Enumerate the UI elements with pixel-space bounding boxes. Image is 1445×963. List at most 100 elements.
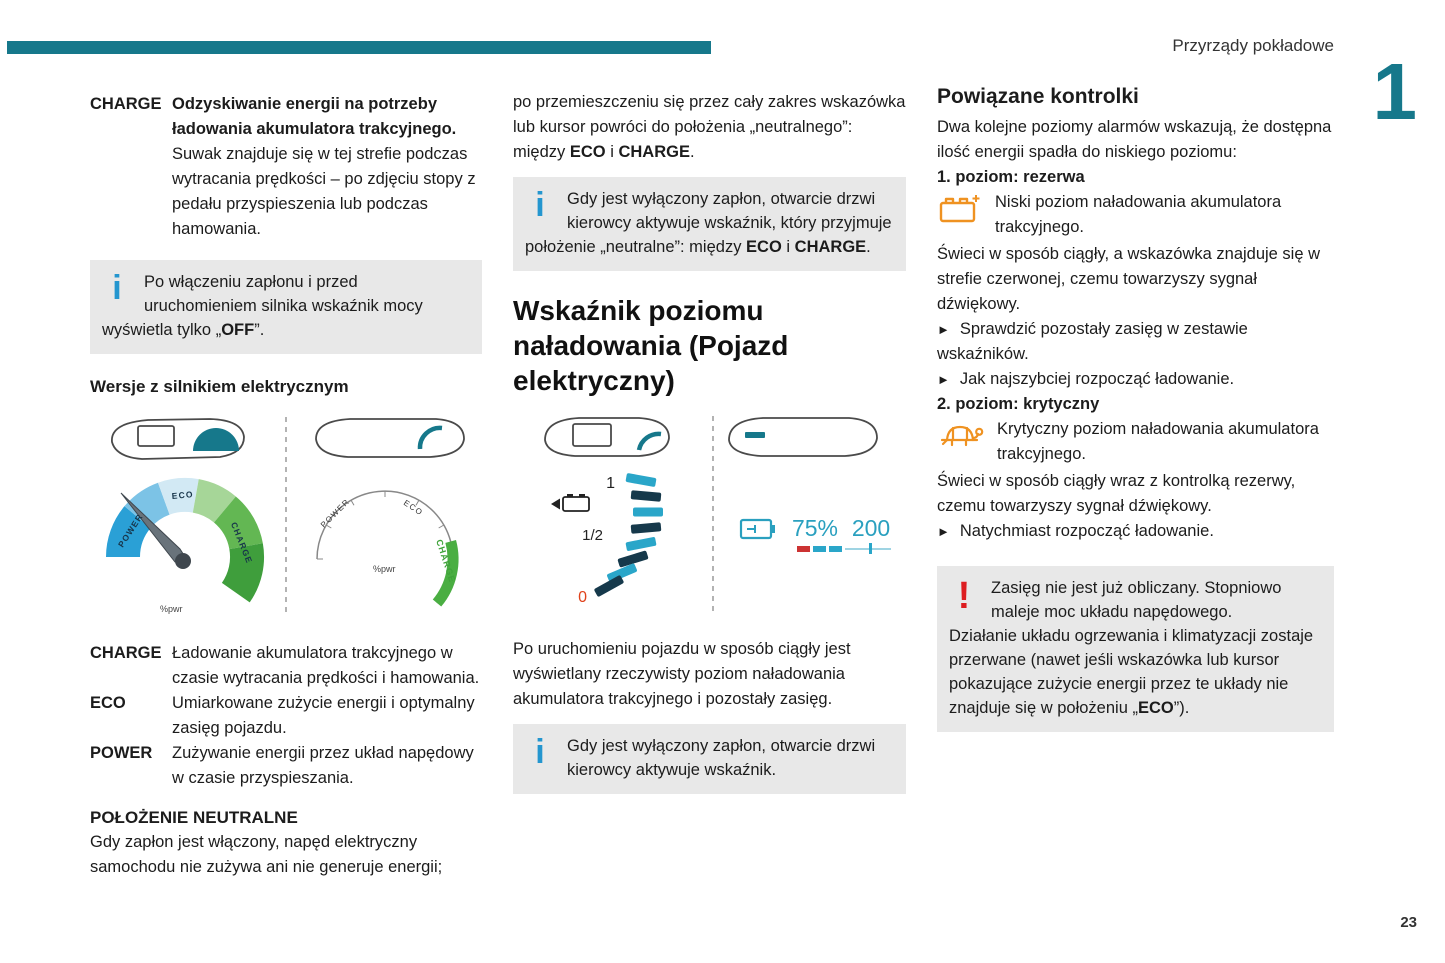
text-run: Działanie układu ogrzewania i klimatyzac… <box>949 627 1314 717</box>
level1-title: 1. poziom: rezerwa <box>937 168 1085 186</box>
definition-text: Umiarkowane zużycie energii i optymalny … <box>172 694 475 737</box>
bold-run: ECO <box>569 143 606 161</box>
bold-run: CHARGE <box>618 143 690 161</box>
warning-text-line1: Zasięg nie jest już obliczany. Stopniowo… <box>991 579 1282 621</box>
charge-level-bars <box>594 473 663 597</box>
text-run: ”. <box>254 321 265 339</box>
page-number: 23 <box>1400 914 1417 931</box>
level1-indicator-row: Niski poziom naładowania akumulatora tra… <box>937 190 1334 242</box>
definition-row-charge: CHARGE Ładowanie akumulatora trakcyjnego… <box>90 641 482 691</box>
bold-run: ECO <box>746 238 782 256</box>
text-run: po przemieszczeniu się przez cały zakres… <box>513 93 906 161</box>
scale-label-full: 1 <box>606 475 615 492</box>
info-box-text: Gdy jest wyłączony zapłon, otwarcie drzw… <box>567 737 876 779</box>
info-box-text: Po włączeniu zapłonu i przed uruchomieni… <box>102 270 468 342</box>
text-run: . <box>689 143 695 161</box>
text-run: ”). <box>1173 699 1190 717</box>
gauge-label-pwr: %pwr <box>160 604 183 614</box>
column-left: CHARGE Odzyskiwanie energii na potrzeby … <box>90 92 482 880</box>
text-run: i <box>781 238 795 256</box>
scale-label-half: 1/2 <box>582 527 603 544</box>
warning-text-line2: Działanie układu ogrzewania i klimatyzac… <box>949 624 1320 720</box>
charging-battery-icon <box>739 518 775 540</box>
definition-row-power: POWER Zużywanie energii przez układ napę… <box>90 741 482 791</box>
charge-percent-readout: 75% <box>792 515 838 541</box>
cluster-outline-left <box>111 418 245 460</box>
cluster-outline-left <box>544 417 670 457</box>
page-header-title: Przyrządy pokładowe <box>1172 36 1334 55</box>
subheading-electric-versions: Wersje z silnikiem elektrycznym <box>90 377 349 396</box>
definition-charge-regen: CHARGE Odzyskiwanie energii na potrzeby … <box>90 92 482 242</box>
column-right: Powiązane kontrolki Dwa kolejne poziomy … <box>937 84 1334 732</box>
level1-body: Świeci w sposób ciągły, a wskazówka znaj… <box>937 245 1321 313</box>
info-box-door-open-gauge: i Gdy jest wyłączony zapłon, otwarcie dr… <box>513 177 906 271</box>
info-icon: i <box>112 269 122 307</box>
level2-icon-text: Krytyczny poziom naładowania akumulatora… <box>997 420 1319 463</box>
bold-run: OFF <box>221 321 255 339</box>
arrow-bullet: ► <box>937 372 950 387</box>
action-text: Sprawdzić pozostały zasięg w zestawie ws… <box>937 320 1248 363</box>
level2-title: 2. poziom: krytyczny <box>937 395 1100 413</box>
charge-level-diagram: 1 1/2 0 75% 200 <box>544 416 891 614</box>
power-gauge-diagram: POWER ECO CHARGE %pwr POWER ECO CHARGE %… <box>105 417 465 614</box>
action-item: ► Jak najszybciej rozpocząć ładowanie. <box>937 367 1334 392</box>
section-title-related-indicators: Powiązane kontrolki <box>937 85 1139 108</box>
dial-gauge-right <box>316 490 459 607</box>
arrow-bullet: ► <box>937 524 950 539</box>
definition-term: CHARGE <box>90 644 162 662</box>
gauge-label-eco: ECO <box>171 489 194 501</box>
definition-term: CHARGE <box>90 95 162 113</box>
level1-icon-text: Niski poziom naładowania akumulatora tra… <box>995 193 1282 236</box>
definition-bold-text: Odzyskiwanie energii na potrzeby ładowan… <box>172 95 457 138</box>
cluster-cursor-teal <box>636 431 662 451</box>
text-run: . <box>866 238 871 256</box>
bold-run: ECO <box>1137 699 1174 717</box>
charge-level-paragraph: Po uruchomieniu pojazdu w sposób ciągły … <box>513 640 851 708</box>
cluster-gauge-highlight <box>193 428 239 451</box>
text-run: Gdy jest wyłączony zapłon, otwarcie drzw… <box>525 190 892 256</box>
chapter-number: 1 <box>1372 47 1418 136</box>
warning-box-range: ! Zasięg nie jest już obliczany. Stopnio… <box>937 566 1334 732</box>
neutral-position-text: Gdy zapłon jest włączony, napęd elektryc… <box>90 833 443 876</box>
level2-indicator-row: Krytyczny poziom naładowania akumulatora… <box>937 417 1334 469</box>
warning-icon: ! <box>957 575 971 617</box>
header-accent-bar <box>7 41 711 54</box>
definition-body: Odzyskiwanie energii na potrzeby ładowan… <box>172 92 482 242</box>
definition-row-eco: ECO Umiarkowane zużycie energii i optyma… <box>90 691 482 741</box>
definition-term: ECO <box>90 694 126 712</box>
cluster-outline-right <box>315 418 465 458</box>
column-middle: po przemieszczeniu się przez cały zakres… <box>513 90 906 794</box>
info-icon: i <box>535 186 545 224</box>
scale-label-empty: 0 <box>578 589 587 606</box>
battery-warning-icon <box>937 193 983 233</box>
turtle-icon <box>937 420 985 460</box>
battery-icon-small <box>551 494 590 512</box>
cluster-level-mark <box>745 432 765 438</box>
subheading-neutral-position: POŁOŻENIE NEUTRALNE <box>90 808 298 827</box>
charge-progress-bar <box>797 543 891 554</box>
range-readout: 200 <box>852 515 890 541</box>
dial-label-pwr: %pwr <box>373 564 396 574</box>
gauge-hub <box>175 553 191 569</box>
definition-list: CHARGE Ładowanie akumulatora trakcyjnego… <box>90 641 482 791</box>
cluster-cursor-teal <box>417 425 443 450</box>
definition-term: POWER <box>90 744 153 762</box>
text-run: i <box>605 143 619 161</box>
section-title-charge-level: Wskaźnik poziomu naładowania (Pojazd ele… <box>513 295 789 396</box>
continuation-paragraph: po przemieszczeniu się przez cały zakres… <box>513 90 906 165</box>
power-gauge-band <box>105 477 265 603</box>
arrow-bullet: ► <box>937 322 950 337</box>
action-text: Jak najszybciej rozpocząć ładowanie. <box>959 370 1235 388</box>
action-item: ► Natychmiast rozpocząć ładowanie. <box>937 519 1334 544</box>
action-text: Natychmiast rozpocząć ładowanie. <box>959 522 1214 540</box>
bold-run: CHARGE <box>794 238 867 256</box>
related-indicators-intro: Dwa kolejne poziomy alarmów wskazują, że… <box>937 118 1332 161</box>
cluster-outline-right <box>728 417 878 457</box>
action-item: ►Sprawdzić pozostały zasięg w zestawie w… <box>937 317 1334 367</box>
definition-text: Zużywanie energii przez układ napędowy w… <box>172 744 474 787</box>
info-icon: i <box>535 733 545 771</box>
level2-body: Świeci w sposób ciągły wraz z kontrolką … <box>937 472 1296 515</box>
info-box-door-open-indicator: i Gdy jest wyłączony zapłon, otwarcie dr… <box>513 724 906 794</box>
dial-label-power: POWER <box>319 497 352 530</box>
info-box-text: Gdy jest wyłączony zapłon, otwarcie drzw… <box>525 187 892 259</box>
